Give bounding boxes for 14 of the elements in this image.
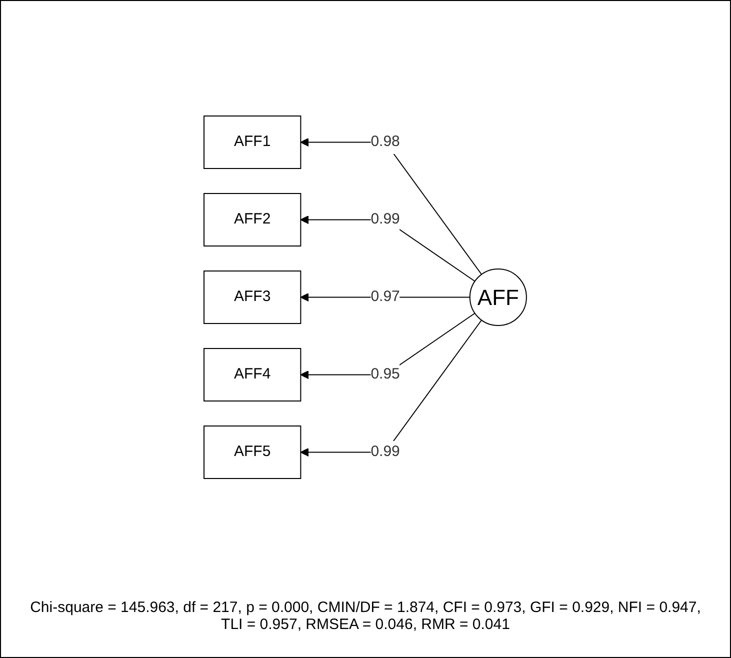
edge-label: 0.95 bbox=[370, 365, 400, 382]
arrow bbox=[300, 138, 482, 275]
node-box: AFF1 bbox=[204, 115, 302, 169]
node-box: AFF3 bbox=[204, 270, 302, 324]
edge-label: 0.99 bbox=[370, 442, 400, 460]
edge-label: 0.99 bbox=[370, 210, 400, 228]
edge-label: 0.97 bbox=[370, 288, 400, 305]
node-circle: AFF bbox=[470, 268, 528, 326]
node-box: AFF5 bbox=[204, 425, 302, 479]
fit-statistics-caption: Chi-square = 145.963, df = 217, p = 0.000, CMIN/DF = 1.874, CFI = 0.973, GFI = 0.929, NFI = 0.947, TLI = 0.957, RMSEA = 0.046, RMR = 0.041 bbox=[29, 598, 702, 635]
edge-label: 0.98 bbox=[370, 132, 400, 150]
node-box: AFF2 bbox=[204, 192, 302, 246]
node-box: AFF4 bbox=[204, 348, 302, 402]
arrow bbox=[300, 319, 482, 456]
